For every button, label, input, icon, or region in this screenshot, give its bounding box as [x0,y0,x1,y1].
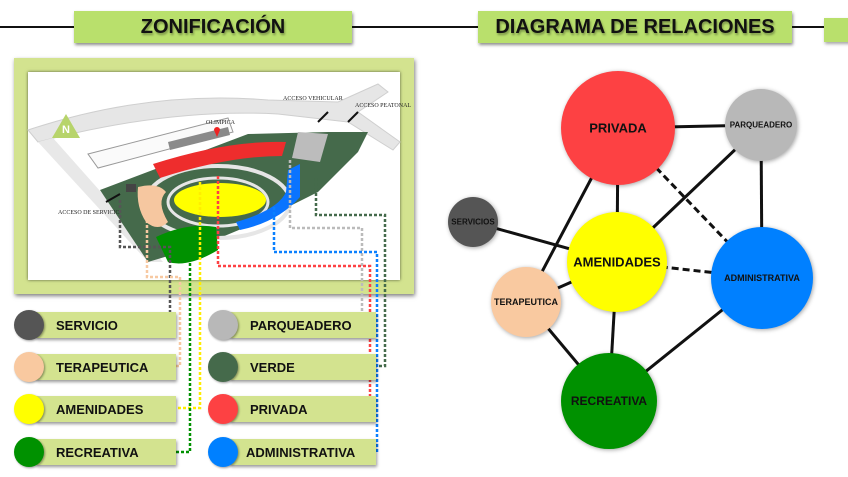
label-acceso-vehicular: ACCESO VEHICULAR [283,96,343,102]
node-label-servicios: SERVICIOS [451,218,495,227]
node-parqueadero: PARQUEADERO [725,89,797,161]
zone-parqueadero [292,132,328,162]
label-acceso-peatonal: ACCESO PEATONAL [355,103,411,109]
zone-privada [153,141,286,178]
node-label-administrativa: ADMINISTRATIVA [724,273,800,283]
legend-item-privada: PRIVADA [208,394,376,424]
legend-label: VERDE [230,354,376,380]
node-administrativa: ADMINISTRATIVA [711,227,813,329]
header-decor-square [824,18,848,42]
arrow-acceso-vehicular [317,111,329,123]
legend-swatch [14,352,44,382]
north-label: N [62,124,70,136]
label-olimpica: OLIMPICA [206,120,236,126]
node-circle-administrativa [711,227,813,329]
legend-swatch [14,394,44,424]
node-recreativa: RECREATIVA [561,353,657,449]
header-rule-left [0,26,74,28]
legend-swatch [208,394,238,424]
header-rule-right [792,26,824,28]
legend-item-administrativa: ADMINISTRATIVA [208,437,376,467]
node-label-parqueadero: PARQUEADERO [730,121,793,130]
zone-servicio [126,184,136,192]
legend-item-verde: VERDE [208,352,376,382]
legend-item-recreativa: RECREATIVA [14,437,176,467]
north-marker [52,114,80,138]
node-label-amenidades: AMENIDADES [573,255,661,270]
node-circle-privada [561,71,675,185]
existing-building [87,117,234,169]
legend-swatch [14,437,44,467]
legend-swatch [14,310,44,340]
node-circle-servicios [448,197,498,247]
main-road [27,83,401,151]
legend-swatch [208,437,238,467]
legend-label: AMENIDADES [36,396,176,422]
node-label-recreativa: RECREATIVA [571,394,648,408]
node-circle-terapeutica [491,267,561,337]
node-circle-amenidades [567,212,667,312]
legend-item-terapeutica: TERAPEUTICA [14,352,176,382]
node-amenidades: AMENIDADES [567,212,667,312]
legend-item-servicio: SERVICIO [14,310,176,340]
node-servicios: SERVICIOS [448,197,498,247]
node-circle-recreativa [561,353,657,449]
arrow-acceso-servicio [105,193,121,203]
location-pin-icon [214,127,220,137]
legend-label: RECREATIVA [36,439,176,465]
node-circle-parqueadero [725,89,797,161]
label-acceso-servicio: ACCESO DE SERVICIO [58,210,121,216]
diagram-nodes: PRIVADA PARQUEADERO SERVICIOS AMENIDADES ADM… [448,71,813,449]
legend-swatch [208,352,238,382]
zonificacion-title: ZONIFICACIÓN [74,11,352,43]
legend-label: SERVICIO [36,312,176,338]
legend-swatch [208,310,238,340]
header-rule-middle [352,26,478,28]
building-gray-band [168,127,230,150]
legend-item-parqueadero: PARQUEADERO [208,310,376,340]
node-label-terapeutica: TERAPEUTICA [494,297,559,307]
legend-label: PARQUEADERO [230,312,376,338]
diagrama-title: DIAGRAMA DE RELACIONES [478,11,792,43]
legend-label: ADMINISTRATIVA [230,439,376,465]
node-terapeutica: TERAPEUTICA [491,267,561,337]
node-label-privada: PRIVADA [589,121,647,136]
node-privada: PRIVADA [561,71,675,185]
legend-item-amenidades: AMENIDADES [14,394,176,424]
legend-label: PRIVADA [230,396,376,422]
arrow-acceso-peatonal [347,111,359,123]
legend-label: TERAPEUTICA [36,354,176,380]
